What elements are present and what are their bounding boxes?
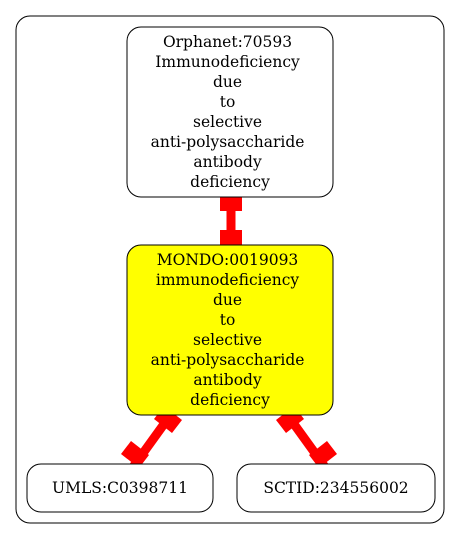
node-sctid-label: SCTID:234556002 <box>263 479 408 497</box>
node-sctid[interactable]: SCTID:234556002 <box>236 463 436 513</box>
node-umls-box <box>26 463 214 513</box>
node-mondo-label: MONDO:0019093 immunodeficiency due to se… <box>151 251 310 409</box>
node-orphanet[interactable]: Orphanet:70593 Immunodeficiency due to s… <box>126 26 334 198</box>
node-mondo[interactable]: MONDO:0019093 immunodeficiency due to se… <box>126 244 334 416</box>
node-umls[interactable]: UMLS:C0398711 <box>26 463 214 513</box>
node-umls-label: UMLS:C0398711 <box>52 479 188 497</box>
node-orphanet-box <box>126 26 334 198</box>
node-sctid-box <box>236 463 436 513</box>
node-orphanet-label: Orphanet:70593 Immunodeficiency due to s… <box>151 33 310 191</box>
node-mondo-box <box>126 244 334 416</box>
